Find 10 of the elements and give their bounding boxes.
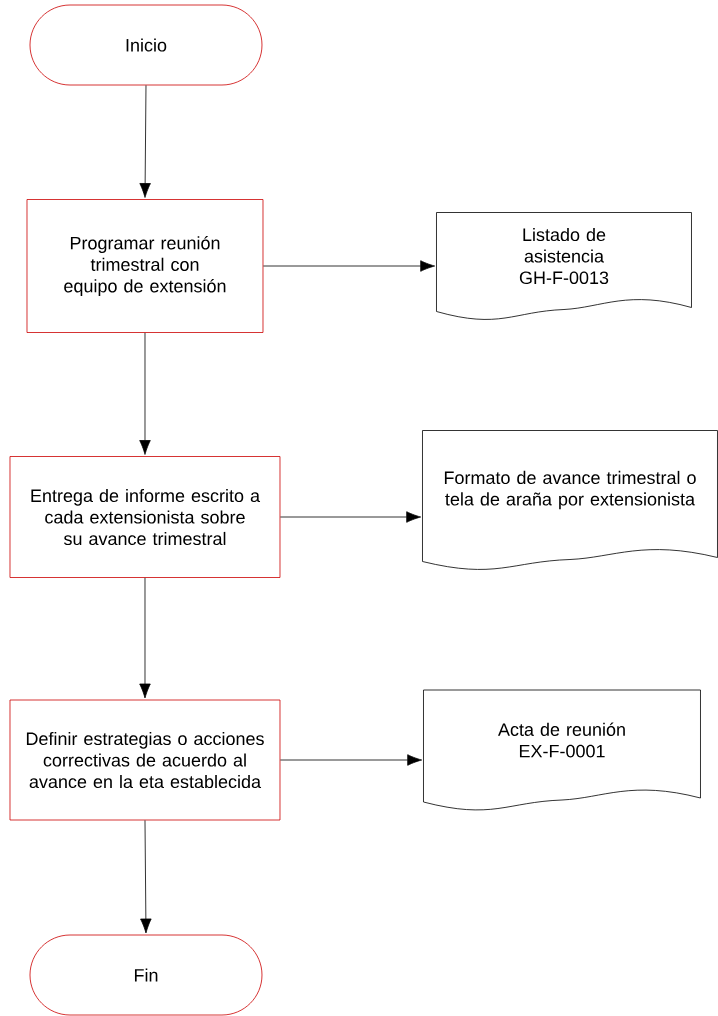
arrow — [263, 260, 436, 272]
arrow — [280, 754, 423, 766]
arrow — [280, 511, 422, 523]
process-box: Definir estrategias o acciones correctivas de acuerdo al avance en la eta establecida — [9, 699, 281, 821]
arrow — [139, 577, 151, 699]
arrow — [140, 820, 152, 934]
process-box: Entrega de informe escrito a cada extensionista sobre su avance trimestral — [9, 456, 281, 578]
process-box: Programar reunión trimestral con equipo de extensión — [26, 199, 264, 333]
arrow — [139, 85, 151, 198]
arrow — [139, 332, 151, 455]
